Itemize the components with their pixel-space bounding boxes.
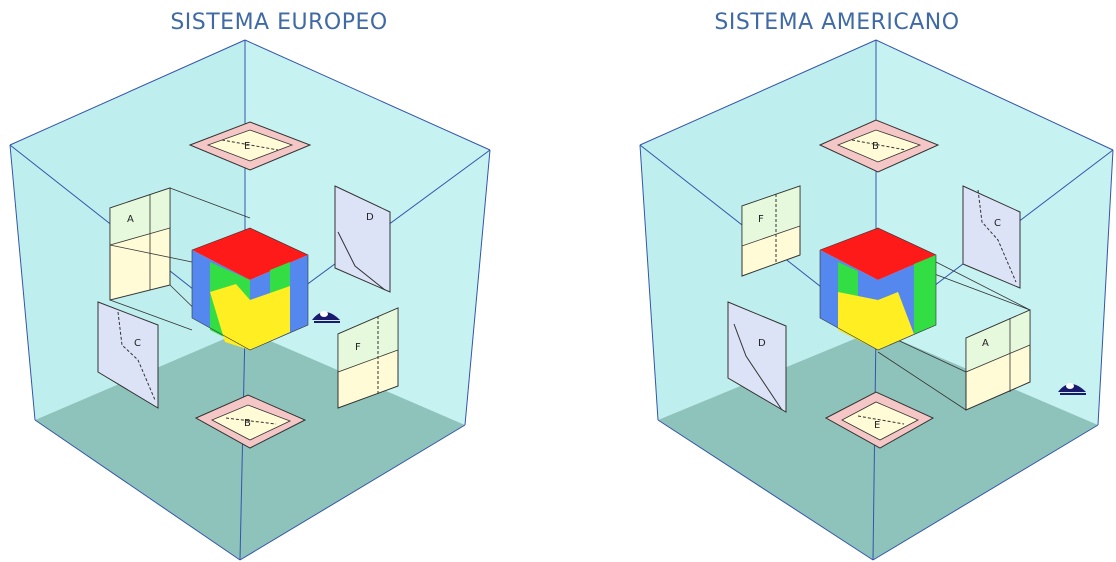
projection-right: D	[334, 185, 391, 293]
projection-back: F	[337, 307, 399, 409]
label-top: E	[244, 141, 250, 152]
projection-left: D	[727, 301, 787, 413]
label-left: D	[758, 338, 766, 349]
projection-left: C	[97, 301, 159, 409]
label-right: C	[994, 218, 1001, 229]
box-edges	[9, 39, 491, 561]
panel-europeo: SISTEMA EUROPEO E	[9, 10, 491, 561]
projection-bottom: B	[194, 394, 307, 449]
label-top: B	[872, 141, 879, 152]
diagram-americano: B E F D C	[639, 39, 1114, 561]
label-right: D	[366, 212, 374, 223]
projection-front: A	[109, 187, 171, 301]
colored-cube	[191, 227, 309, 351]
panel-americano: SISTEMA AMERICANO B	[558, 0, 1116, 562]
projection-right: C	[962, 185, 1021, 289]
label-bottom: B	[244, 418, 251, 429]
panel-title: SISTEMA AMERICANO	[714, 10, 960, 35]
label-back: F	[355, 342, 361, 353]
projection-back: F	[741, 185, 801, 277]
label-front: A	[982, 338, 989, 349]
projection-top: B	[818, 119, 940, 173]
projection-top: E	[188, 121, 312, 171]
projection-bottom: E	[824, 391, 935, 449]
label-front: A	[127, 214, 134, 225]
eye-icon	[1058, 383, 1086, 395]
label-bottom: E	[874, 420, 880, 431]
panel-title: SISTEMA EUROPEO	[170, 10, 388, 35]
diagram-europeo: E B A C	[9, 39, 491, 561]
projection-front: A	[965, 309, 1031, 411]
colored-cube	[819, 227, 937, 351]
eye-icon	[312, 311, 340, 323]
label-left: C	[134, 338, 141, 349]
label-back: F	[758, 214, 764, 225]
